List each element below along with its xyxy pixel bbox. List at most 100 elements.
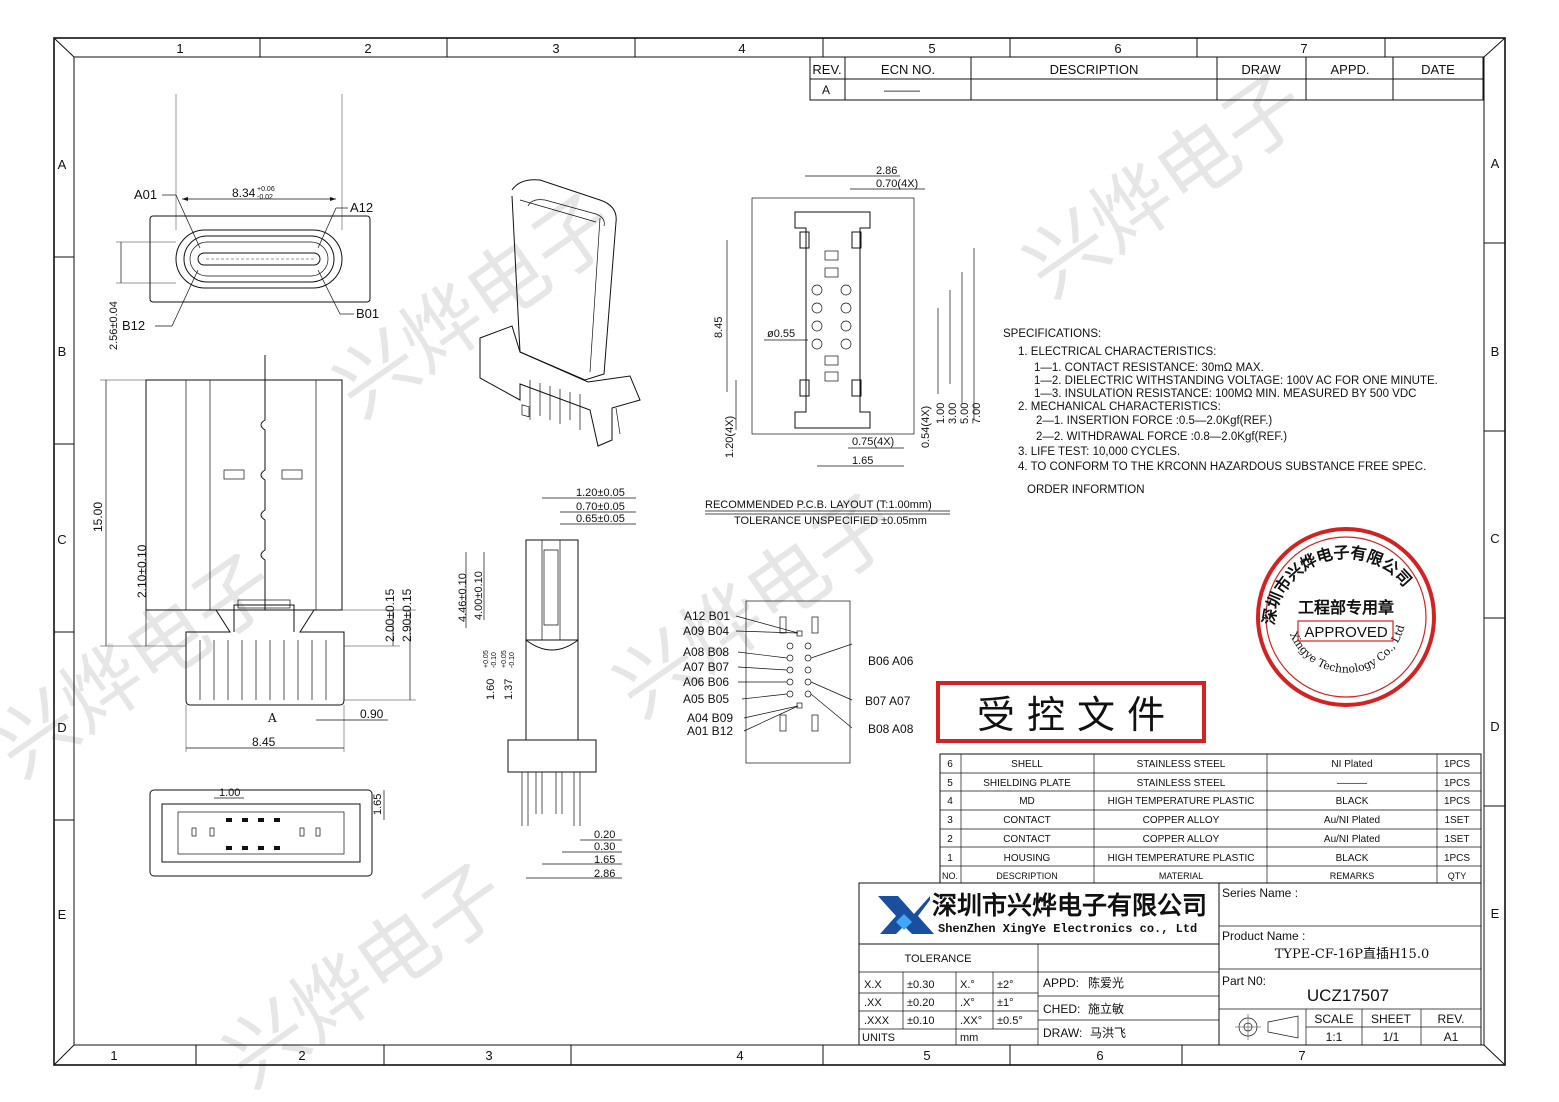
svg-text:1: 1 — [947, 853, 953, 864]
spec-line: 1—1. CONTACT RESISTANCE: 30mΩ MAX. — [1034, 362, 1264, 374]
svg-text:4: 4 — [947, 796, 953, 807]
rev-value: A — [822, 83, 830, 97]
spec-line: 1—3. INSULATION RESISTANCE: 100MΩ MIN. M… — [1034, 388, 1416, 400]
draw-label: DRAW: — [1043, 1026, 1082, 1040]
dim-165c: 1.65 — [852, 455, 873, 467]
ecn-value: ——— — [884, 83, 920, 97]
svg-text:CONTACT: CONTACT — [1003, 815, 1051, 826]
zone-label: D — [57, 720, 66, 735]
part-label: Part N0: — [1222, 974, 1266, 988]
pinout-view: A12 B01 A09 B04 A08 B08 A07 B07 A06 B06 … — [683, 600, 914, 764]
units-label: UNITS — [862, 1032, 895, 1044]
svg-text:.XX: .XX — [864, 997, 882, 1009]
series-label: Series Name : — [1222, 886, 1298, 900]
appd-label: APPD: — [1043, 976, 1079, 990]
tol-137-dn: -0.10 — [509, 652, 516, 668]
approval-stamp: 深圳市兴烨电子有限公司 Xingye Technology Co., Ltd 工… — [1256, 527, 1436, 707]
svg-text:1PCS: 1PCS — [1444, 778, 1470, 789]
zone-label: A — [1491, 156, 1500, 171]
dim-210: 2.10±0.10 — [135, 544, 149, 598]
svg-text:Au/NI Plated: Au/NI Plated — [1324, 815, 1380, 826]
dim-020: 0.20 — [594, 829, 615, 841]
dim-845: 8.45 — [252, 735, 276, 749]
svg-text:1SET: 1SET — [1444, 815, 1469, 826]
spec-line: 1—2. DIELECTRIC WITHSTANDING VOLTAGE: 10… — [1034, 375, 1438, 387]
pin-label: A06 B06 — [683, 675, 729, 689]
dim-055: ø0.55 — [767, 328, 795, 340]
svg-text:1PCS: 1PCS — [1444, 796, 1470, 807]
pin-label: A05 B05 — [683, 692, 729, 706]
pin-label: A01 B12 — [687, 724, 733, 738]
zone-label: 2 — [364, 41, 371, 56]
svg-text:Au/NI Plated: Au/NI Plated — [1324, 834, 1380, 845]
rev-header: REV. — [812, 62, 841, 77]
svg-text:±2°: ±2° — [997, 979, 1014, 991]
zone-label: 5 — [923, 1048, 930, 1063]
watermark: 兴烨电子 兴烨电子 兴烨电子 兴烨电子 兴烨电子 — [0, 56, 1323, 1102]
bom-header: MATERIAL — [1159, 871, 1203, 881]
dim-700: 7.00 — [971, 403, 983, 424]
pin-label: A04 B09 — [687, 711, 733, 725]
tol-lower: -0.02 — [257, 194, 273, 201]
date-header: DATE — [1421, 62, 1455, 77]
product-value: TYPE-CF-16P直插H15.0 — [1275, 947, 1429, 962]
pin-label: B08 A08 — [868, 722, 914, 736]
zone-label: C — [57, 532, 66, 547]
units-value: mm — [960, 1032, 978, 1044]
side-view: 15.00 2.10±0.10 2.00±0.15 2.90±0.15 8.45… — [91, 355, 416, 752]
bom-header: NO. — [942, 871, 958, 881]
company-logo — [878, 896, 934, 934]
company-name-en: ShenZhen XingYe Electronics co., Ltd — [938, 922, 1197, 936]
dim-286: 2.86 — [876, 165, 897, 177]
projection-symbol-icon — [1235, 1014, 1299, 1040]
svg-text:BLACK: BLACK — [1336, 853, 1369, 864]
bom-header: REMARKS — [1330, 871, 1375, 881]
zone-label: 7 — [1300, 41, 1307, 56]
dim-075x4: 0.75(4X) — [852, 436, 894, 448]
appd-header: APPD. — [1330, 62, 1369, 77]
label-a01: A01 — [134, 187, 157, 202]
scale-label: SCALE — [1314, 1012, 1353, 1026]
dim-137: 1.37 — [503, 679, 515, 700]
section-view: 1.20±0.05 0.70±0.05 0.65±0.05 4.46±0.10 … — [457, 487, 636, 880]
pin-label: A09 B04 — [683, 624, 729, 638]
spec-line: 2. MECHANICAL CHARACTERISTICS: — [1018, 401, 1221, 413]
svg-text:.XX°: .XX° — [960, 1015, 982, 1027]
svg-text:NI Plated: NI Plated — [1331, 759, 1372, 770]
scale-value: 1:1 — [1326, 1030, 1343, 1044]
svg-text:———: ——— — [1337, 778, 1367, 789]
svg-text:SHIELDING PLATE: SHIELDING PLATE — [983, 778, 1071, 789]
zone-label: 6 — [1096, 1048, 1103, 1063]
svg-text:±1°: ±1° — [997, 997, 1014, 1009]
bom-header: DESCRIPTION — [996, 871, 1058, 881]
description-header: DESCRIPTION — [1050, 62, 1139, 77]
dim-070x4: 0.70(4X) — [876, 178, 918, 190]
dim-300: 3.00 — [947, 403, 959, 424]
isometric-view — [479, 179, 641, 447]
svg-text:X.X: X.X — [864, 979, 882, 991]
svg-text:±0.10: ±0.10 — [907, 1015, 934, 1027]
ched-value: 施立敏 — [1088, 1001, 1124, 1016]
dim-090: 0.90 — [360, 707, 384, 721]
svg-text:STAINLESS STEEL: STAINLESS STEEL — [1137, 759, 1226, 770]
dim-290: 2.90±0.15 — [400, 588, 414, 642]
pcb-tolerance: TOLERANCE UNSPECIFIED ±0.05mm — [734, 515, 927, 527]
zone-label: 1 — [176, 41, 183, 56]
zone-label: 1 — [110, 1048, 117, 1063]
ecn-header: ECN NO. — [881, 62, 935, 77]
dim-070: 0.70±0.05 — [576, 501, 625, 513]
tol-160-dn: -0.10 — [491, 652, 498, 668]
tol-upper: +0.06 — [257, 186, 275, 193]
sheet-value: 1/1 — [1383, 1030, 1400, 1044]
dim-165: 1.65 — [372, 794, 384, 815]
order-info: ORDER INFORMTION — [1027, 484, 1145, 496]
svg-text:5: 5 — [947, 778, 953, 789]
dim-200: 2.00±0.15 — [383, 588, 397, 642]
bottom-view: 1.00 1.65 — [149, 787, 385, 877]
zone-label: 7 — [1298, 1048, 1305, 1063]
svg-text:SHELL: SHELL — [1011, 759, 1043, 770]
svg-text:MD: MD — [1019, 796, 1035, 807]
zone-label: E — [1491, 906, 1500, 921]
svg-text:CONTACT: CONTACT — [1003, 834, 1051, 845]
